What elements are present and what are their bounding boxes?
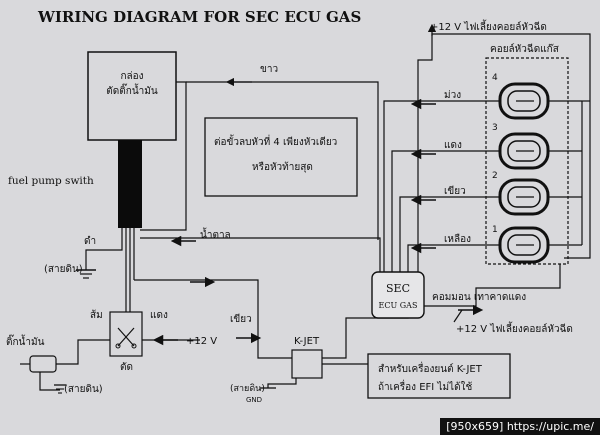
watermark: [950x659] https://upic.me/ bbox=[440, 418, 600, 435]
fuel-cut-box-label-2: ตัดติ๊กน้ำมัน bbox=[106, 83, 158, 97]
bottom-12v-note: +12 V ไฟเลี้ยงคอยล์หัวฉีด bbox=[456, 321, 573, 335]
kjet-box bbox=[291, 349, 323, 379]
cut-label: ตัด bbox=[120, 362, 133, 373]
wire-yellow bbox=[407, 244, 500, 272]
wire-white-down bbox=[140, 81, 187, 231]
wire-black bbox=[85, 228, 123, 270]
wire-green bbox=[134, 279, 292, 359]
green-wire-label-bottom: เขียว bbox=[230, 313, 252, 325]
injector-coil-1: 1 bbox=[492, 225, 550, 264]
sec-ecu-box bbox=[371, 271, 425, 319]
coil-1-number: 1 bbox=[492, 225, 498, 235]
wire-purple-label: ม่วง bbox=[444, 90, 461, 101]
kjet-label: K-JET bbox=[294, 336, 320, 347]
relay-box bbox=[109, 311, 143, 357]
wire-green-right bbox=[399, 196, 500, 272]
kjet-note-1: สำหรับเครื่องยนต์ K-JET bbox=[378, 361, 483, 375]
injector-frame bbox=[485, 57, 569, 265]
injector-coil-2: 2 bbox=[492, 171, 550, 216]
note-line-1: ต่อขั้วลบหัวที่ 4 เพียงหัวเดียว bbox=[214, 134, 337, 148]
ecu-label-2: ECU GAS bbox=[379, 301, 418, 310]
wire-yellow-label: เหลือง bbox=[444, 233, 471, 245]
fuel-cut-box-label-1: กล่อง bbox=[120, 71, 143, 82]
coil-3-number: 3 bbox=[492, 123, 498, 133]
injector-coil-4: 4 bbox=[492, 73, 550, 120]
injector-coils-label: คอยล์หัวฉีดแก๊ส bbox=[490, 43, 559, 55]
wire-common bbox=[424, 264, 561, 307]
ground-bottom-label: (สายดิน) bbox=[64, 384, 103, 395]
coil-2-number: 2 bbox=[492, 171, 498, 181]
negative-terminal-note-box bbox=[204, 117, 358, 197]
red-wire-label-left: แดง bbox=[150, 310, 168, 321]
wire-brown bbox=[140, 237, 381, 272]
kjet-note-2: ถ้าเครื่อง EFI ไม่ได้ใช้ bbox=[378, 379, 472, 393]
wire-red bbox=[391, 150, 500, 272]
fuel-pump-switch-body bbox=[118, 140, 142, 228]
black-wire-label: ดำ bbox=[84, 236, 96, 247]
wire-white bbox=[186, 81, 379, 240]
gnd-label: GND bbox=[246, 396, 262, 404]
common-wire-label: คอมมอน เทาคาดแดง bbox=[432, 292, 526, 303]
ground-kjet-label: (สายดิน) bbox=[230, 383, 265, 394]
ground-left-label: (สายดิน) bbox=[44, 264, 83, 275]
fuel-sender bbox=[29, 355, 57, 373]
wire-purple bbox=[383, 100, 500, 272]
orange-wire-label: ส้ม bbox=[90, 309, 103, 321]
ecu-label-1: SEC bbox=[386, 282, 410, 295]
injector-coil-3: 3 bbox=[492, 123, 550, 170]
wire-red-label: แดง bbox=[444, 140, 462, 151]
top-12v-note: +12 V ไฟเลี้ยงคอยล์หัวฉีด bbox=[430, 19, 547, 33]
fuel-pump-switch-label: fuel pump swith bbox=[8, 175, 94, 187]
wire-green-label: เขียว bbox=[444, 185, 466, 197]
kjet-note-box bbox=[367, 353, 511, 399]
coil-4-number: 4 bbox=[492, 73, 498, 83]
white-wire-label: ขาว bbox=[260, 64, 278, 75]
diagram-title: WIRING DIAGRAM FOR SEC ECU GAS bbox=[37, 8, 361, 26]
brown-wire-label: น้ำตาล bbox=[200, 227, 231, 241]
fuel-tick-label: ติ๊กน้ำมัน bbox=[6, 334, 45, 348]
note-line-2: หรือหัวท้ายสุด bbox=[252, 161, 313, 173]
plus12v-label: +12 V bbox=[186, 336, 217, 347]
